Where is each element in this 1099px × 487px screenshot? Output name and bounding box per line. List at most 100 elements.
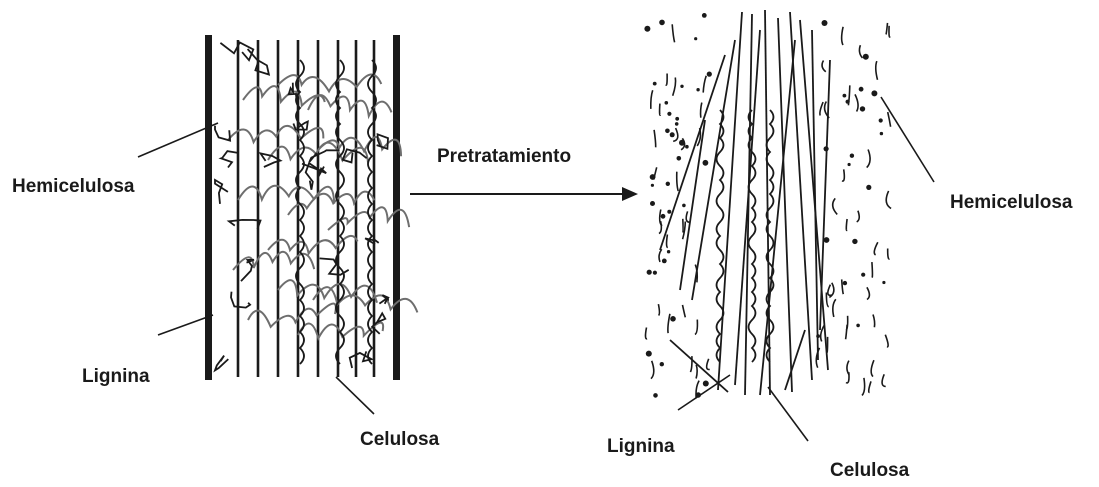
dot xyxy=(822,20,828,26)
dot xyxy=(667,210,671,214)
dot xyxy=(667,250,670,253)
dot xyxy=(650,174,656,180)
hemicellulose-fragment xyxy=(833,198,838,214)
pretreatment-arrow xyxy=(410,187,638,201)
dot xyxy=(824,237,830,243)
hemicellulose-fragment xyxy=(833,299,836,317)
dot xyxy=(666,182,670,186)
label-hemicellulose-right: Hemicelulosa xyxy=(950,193,1073,212)
hemicellulose-strand xyxy=(248,304,336,327)
label-lignin-right: Lignina xyxy=(607,437,675,456)
hemicellulose-strand xyxy=(228,126,323,142)
dot xyxy=(843,281,847,285)
hemicellulose-fragment xyxy=(822,61,826,72)
dot xyxy=(880,132,883,135)
hemicellulose-fragment xyxy=(677,172,678,191)
dot xyxy=(670,316,676,322)
hemicellulose-fragment xyxy=(651,90,653,109)
left-wall-right xyxy=(393,35,400,380)
hemicellulose-fragment xyxy=(645,328,647,339)
hemicellulose-fragment xyxy=(828,285,832,296)
dot xyxy=(651,184,654,187)
hemicellulose-strand xyxy=(278,280,377,303)
dot xyxy=(644,26,650,32)
hemicellulose-strand xyxy=(288,192,374,215)
hemicellulose-fragment xyxy=(886,23,888,35)
dot xyxy=(675,122,679,126)
dot xyxy=(861,273,865,277)
dot xyxy=(703,381,709,387)
hemicellulose-fragment xyxy=(888,112,891,127)
lignin-strand xyxy=(221,151,239,167)
dot xyxy=(679,140,685,146)
hemicellulose-fragment xyxy=(872,262,873,278)
hemicellulose-fragment xyxy=(683,305,686,317)
cellulose-fiber xyxy=(790,12,812,380)
hemicellulose-fragment xyxy=(867,287,870,299)
hemicellulose-fragment xyxy=(846,372,849,383)
dot xyxy=(703,160,709,166)
dot xyxy=(685,145,689,149)
hemicellulose-fragment xyxy=(859,45,862,58)
pointer-cellulose-right xyxy=(768,387,808,441)
hemicellulose-fragment xyxy=(855,94,858,111)
hemicellulose-fragment xyxy=(660,104,661,116)
lignin-strand xyxy=(229,220,261,229)
hemicellulose-fragment xyxy=(821,326,824,342)
dot xyxy=(702,13,707,18)
dot xyxy=(816,334,820,338)
hemicellulose-fragment xyxy=(668,314,670,333)
label-hemicellulose-left: Hemicelulosa xyxy=(12,177,135,196)
cellulose-fiber xyxy=(778,18,792,392)
lignin-strand xyxy=(231,292,250,308)
dot xyxy=(653,271,657,275)
dot xyxy=(843,94,847,98)
label-lignin-left: Lignina xyxy=(82,367,150,386)
hemicellulose-fragment xyxy=(842,27,843,45)
pointer-cellulose-left xyxy=(336,377,374,414)
dot xyxy=(660,362,664,366)
dot xyxy=(871,90,877,96)
hemicellulose-fragment xyxy=(882,374,886,386)
hemicellulose-fragment xyxy=(842,169,844,181)
dot xyxy=(860,106,865,111)
hemicellulose-fragment xyxy=(701,103,702,118)
dot xyxy=(707,72,712,77)
untreated-biomass-structure xyxy=(205,35,417,380)
dot xyxy=(665,129,670,134)
hemicellulose-fragment xyxy=(695,320,698,335)
dot xyxy=(846,100,850,104)
dot xyxy=(670,132,675,137)
dot xyxy=(667,112,671,116)
pointer-lignin-right xyxy=(678,375,730,410)
hemicellulose-fragment xyxy=(867,150,870,168)
dot xyxy=(824,146,829,151)
dot xyxy=(694,37,697,40)
cellulose-fiber xyxy=(735,30,760,385)
hemicellulose-fragment xyxy=(827,337,828,353)
dot xyxy=(661,214,666,219)
hemicellulose-fragment xyxy=(857,211,860,222)
hemicellulose-fragment xyxy=(820,102,823,115)
lignin-strand xyxy=(320,258,349,274)
dot xyxy=(653,393,658,398)
dot xyxy=(665,101,669,105)
hemicellulose-fragment xyxy=(886,191,891,209)
hemicellulose-fragment xyxy=(659,249,662,262)
pointer-lignin-left xyxy=(158,315,213,335)
label-cellulose-left: Celulosa xyxy=(360,430,439,449)
dot xyxy=(866,185,871,190)
hemicellulose-fragment xyxy=(873,315,875,328)
cellulose-fiber xyxy=(785,330,805,390)
hemicellulose-fragment xyxy=(874,242,878,255)
hemicellulose-fragment xyxy=(703,76,706,93)
hemicellulose-fragment xyxy=(666,74,667,86)
dot xyxy=(696,88,699,91)
pointer-hemicellulose-right xyxy=(881,97,934,182)
hemicellulose-fragment xyxy=(707,359,710,370)
label-cellulose-right: Celulosa xyxy=(830,461,909,480)
cellulose-fiber xyxy=(660,55,725,250)
dot xyxy=(848,163,851,166)
dot xyxy=(882,281,885,284)
